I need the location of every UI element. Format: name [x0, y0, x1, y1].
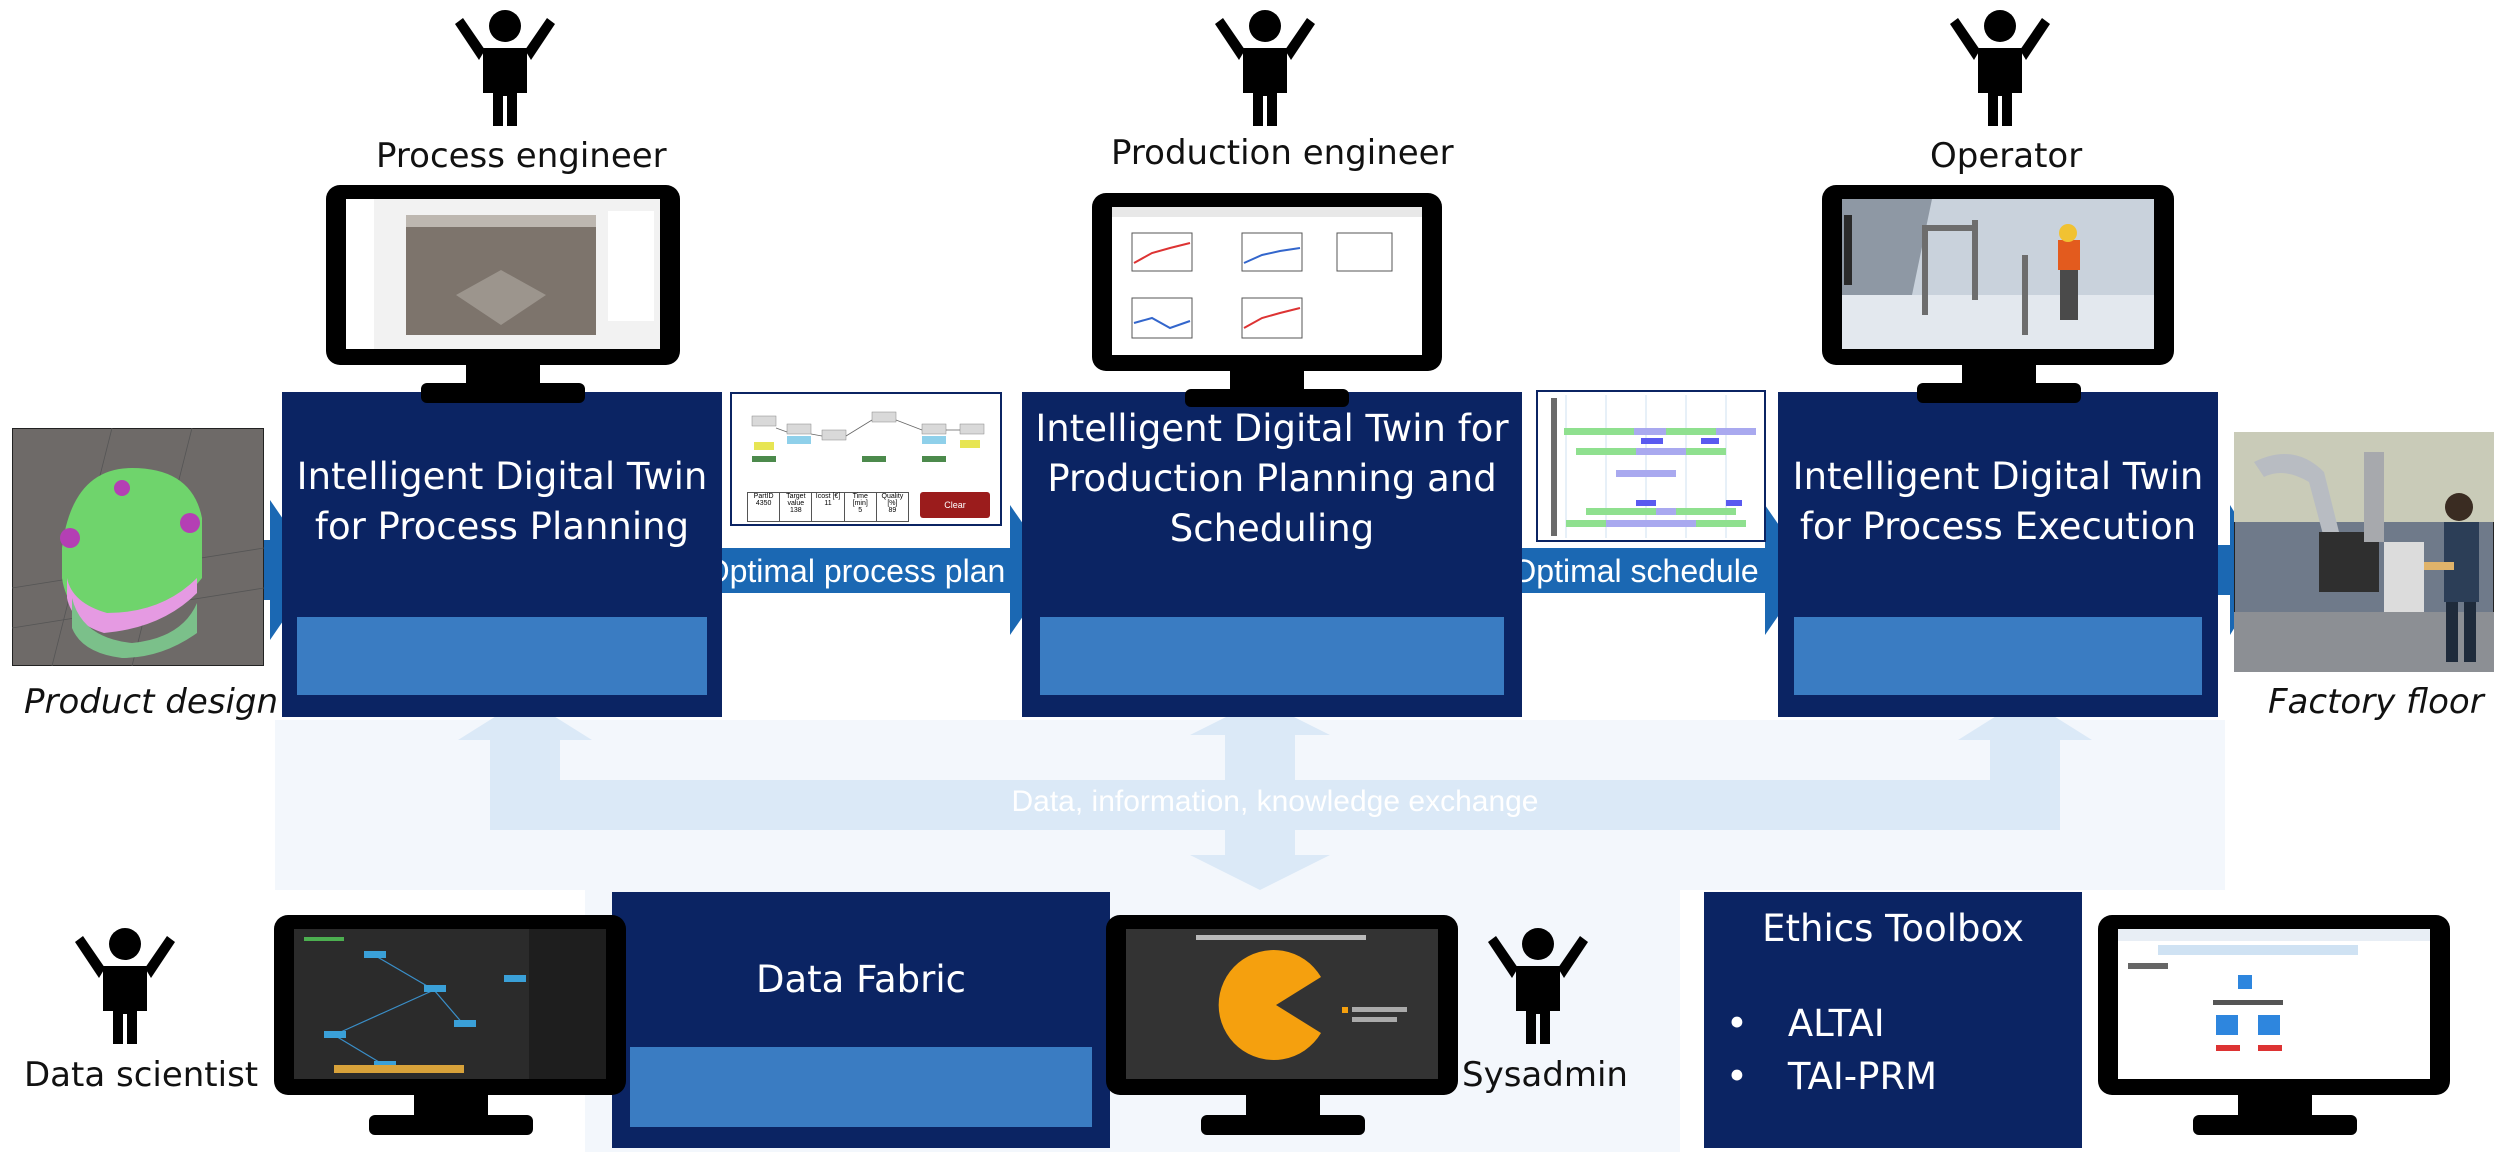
optimal-process-plan-label: Optimal process plan: [704, 553, 1006, 589]
monitor-ethics: [2098, 915, 2450, 1135]
caption-product-design: Product design: [24, 682, 279, 722]
val-target: 138: [789, 507, 802, 514]
role-data-scientist: Data scientist: [24, 1055, 259, 1095]
ethics-toolbox-title: Ethics Toolbox: [1762, 907, 2024, 950]
caption-factory-floor: Factory floor: [2268, 682, 2484, 722]
monitor-sysadmin: [1106, 915, 1458, 1135]
val-time: 5: [858, 507, 863, 514]
role-sysadmin: Sysadmin: [1462, 1055, 1628, 1095]
ethics-item-1-label: ALTAI: [1787, 1002, 1885, 1045]
data-fabric-title: Data Fabric: [756, 958, 966, 1001]
idt-process-execution-title: Intelligent Digital Twin for Process Exe…: [1792, 455, 2204, 548]
idt-production-planning-inner: [1040, 617, 1504, 695]
idt-process-execution-inner: [1794, 617, 2202, 695]
person-icon-sysadmin: [1488, 928, 1588, 1044]
idt-process-planning-box: Intelligent Digital Twin for Process Pla…: [282, 392, 722, 717]
clear-button[interactable]: Clear: [920, 492, 990, 518]
schedule-thumbnail: [1536, 390, 1766, 542]
factory-floor-image: [2234, 432, 2494, 672]
col-quality: Quality [%]: [881, 493, 904, 507]
monitor-operator: [1822, 185, 2174, 403]
exchange-label: Data, information, knowledge exchange: [1011, 785, 1539, 818]
idt-process-execution-box: Intelligent Digital Twin for Process Exe…: [1778, 392, 2218, 717]
idt-production-planning-box: Intelligent Digital Twin for Production …: [1022, 392, 1522, 717]
data-fabric-box: Data Fabric: [612, 892, 1110, 1148]
role-production-engineer: Production engineer: [1111, 133, 1454, 173]
person-icon-operator: [1950, 10, 2050, 126]
ethics-item-2: •TAI-PRM: [1726, 1055, 1938, 1098]
role-process-engineer: Process engineer: [376, 136, 667, 176]
col-time: Time [min]: [852, 493, 868, 507]
data-fabric-inner: [630, 1047, 1092, 1127]
monitor-data-scientist: [274, 915, 626, 1135]
val-quality: 89: [888, 507, 897, 514]
process-plan-graph: [751, 411, 985, 462]
product-design-image: [12, 428, 264, 666]
monitor-production-engineer: [1092, 193, 1442, 407]
ethics-item-2-label: TAI-PRM: [1787, 1055, 1938, 1098]
col-part-id: PartID: [753, 493, 774, 500]
person-icon-process-engineer: [455, 10, 555, 126]
role-operator: Operator: [1930, 136, 2083, 176]
ethics-item-1: •ALTAI: [1726, 1002, 1885, 1045]
monitor-process-engineer: [326, 185, 680, 403]
idt-process-planning-title: Intelligent Digital Twin for Process Pla…: [296, 455, 708, 548]
val-cost: 11: [824, 500, 832, 507]
idt-production-planning-title: Intelligent Digital Twin for Production …: [1035, 407, 1509, 550]
idt-process-planning-inner: [297, 617, 707, 695]
person-icon-data-scientist: [75, 928, 175, 1044]
col-cost: Icost [€]: [815, 493, 841, 500]
person-icon-production-engineer: [1215, 10, 1315, 126]
optimal-schedule-label: Optimal schedule: [1511, 553, 1759, 589]
val-part-id: 4350: [755, 500, 772, 507]
col-target: Target value: [786, 493, 806, 507]
ethics-toolbox-box: Ethics Toolbox •ALTAI •TAI-PRM: [1704, 892, 2082, 1148]
